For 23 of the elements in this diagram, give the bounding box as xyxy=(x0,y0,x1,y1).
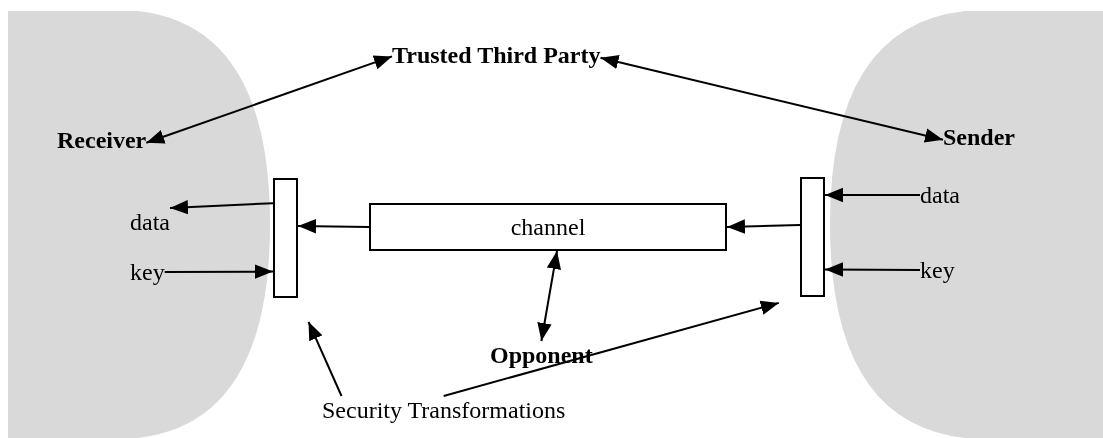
input-label: data xyxy=(130,208,170,236)
transformation-bar xyxy=(273,178,298,298)
arrow xyxy=(442,300,780,397)
arrow xyxy=(726,219,801,234)
input-label: data xyxy=(920,181,960,209)
arrow xyxy=(297,219,370,234)
input-label: key xyxy=(130,258,165,286)
arrow xyxy=(824,187,921,203)
arrow xyxy=(824,262,921,277)
party-label: Trusted Third Party xyxy=(392,41,601,69)
opponent-label: Opponent xyxy=(490,341,593,369)
arrow xyxy=(169,199,274,215)
arrow xyxy=(307,320,343,397)
party-label: Receiver xyxy=(57,126,147,154)
transformation-bar xyxy=(800,177,825,297)
arrow xyxy=(145,55,393,144)
input-label: key xyxy=(920,256,955,284)
arrow xyxy=(163,264,274,279)
caption-text: Security Transformations xyxy=(322,396,566,424)
party-label: Sender xyxy=(943,123,1015,151)
arrow xyxy=(599,55,944,143)
arrow xyxy=(537,250,561,342)
channel-box: channel xyxy=(369,203,727,251)
